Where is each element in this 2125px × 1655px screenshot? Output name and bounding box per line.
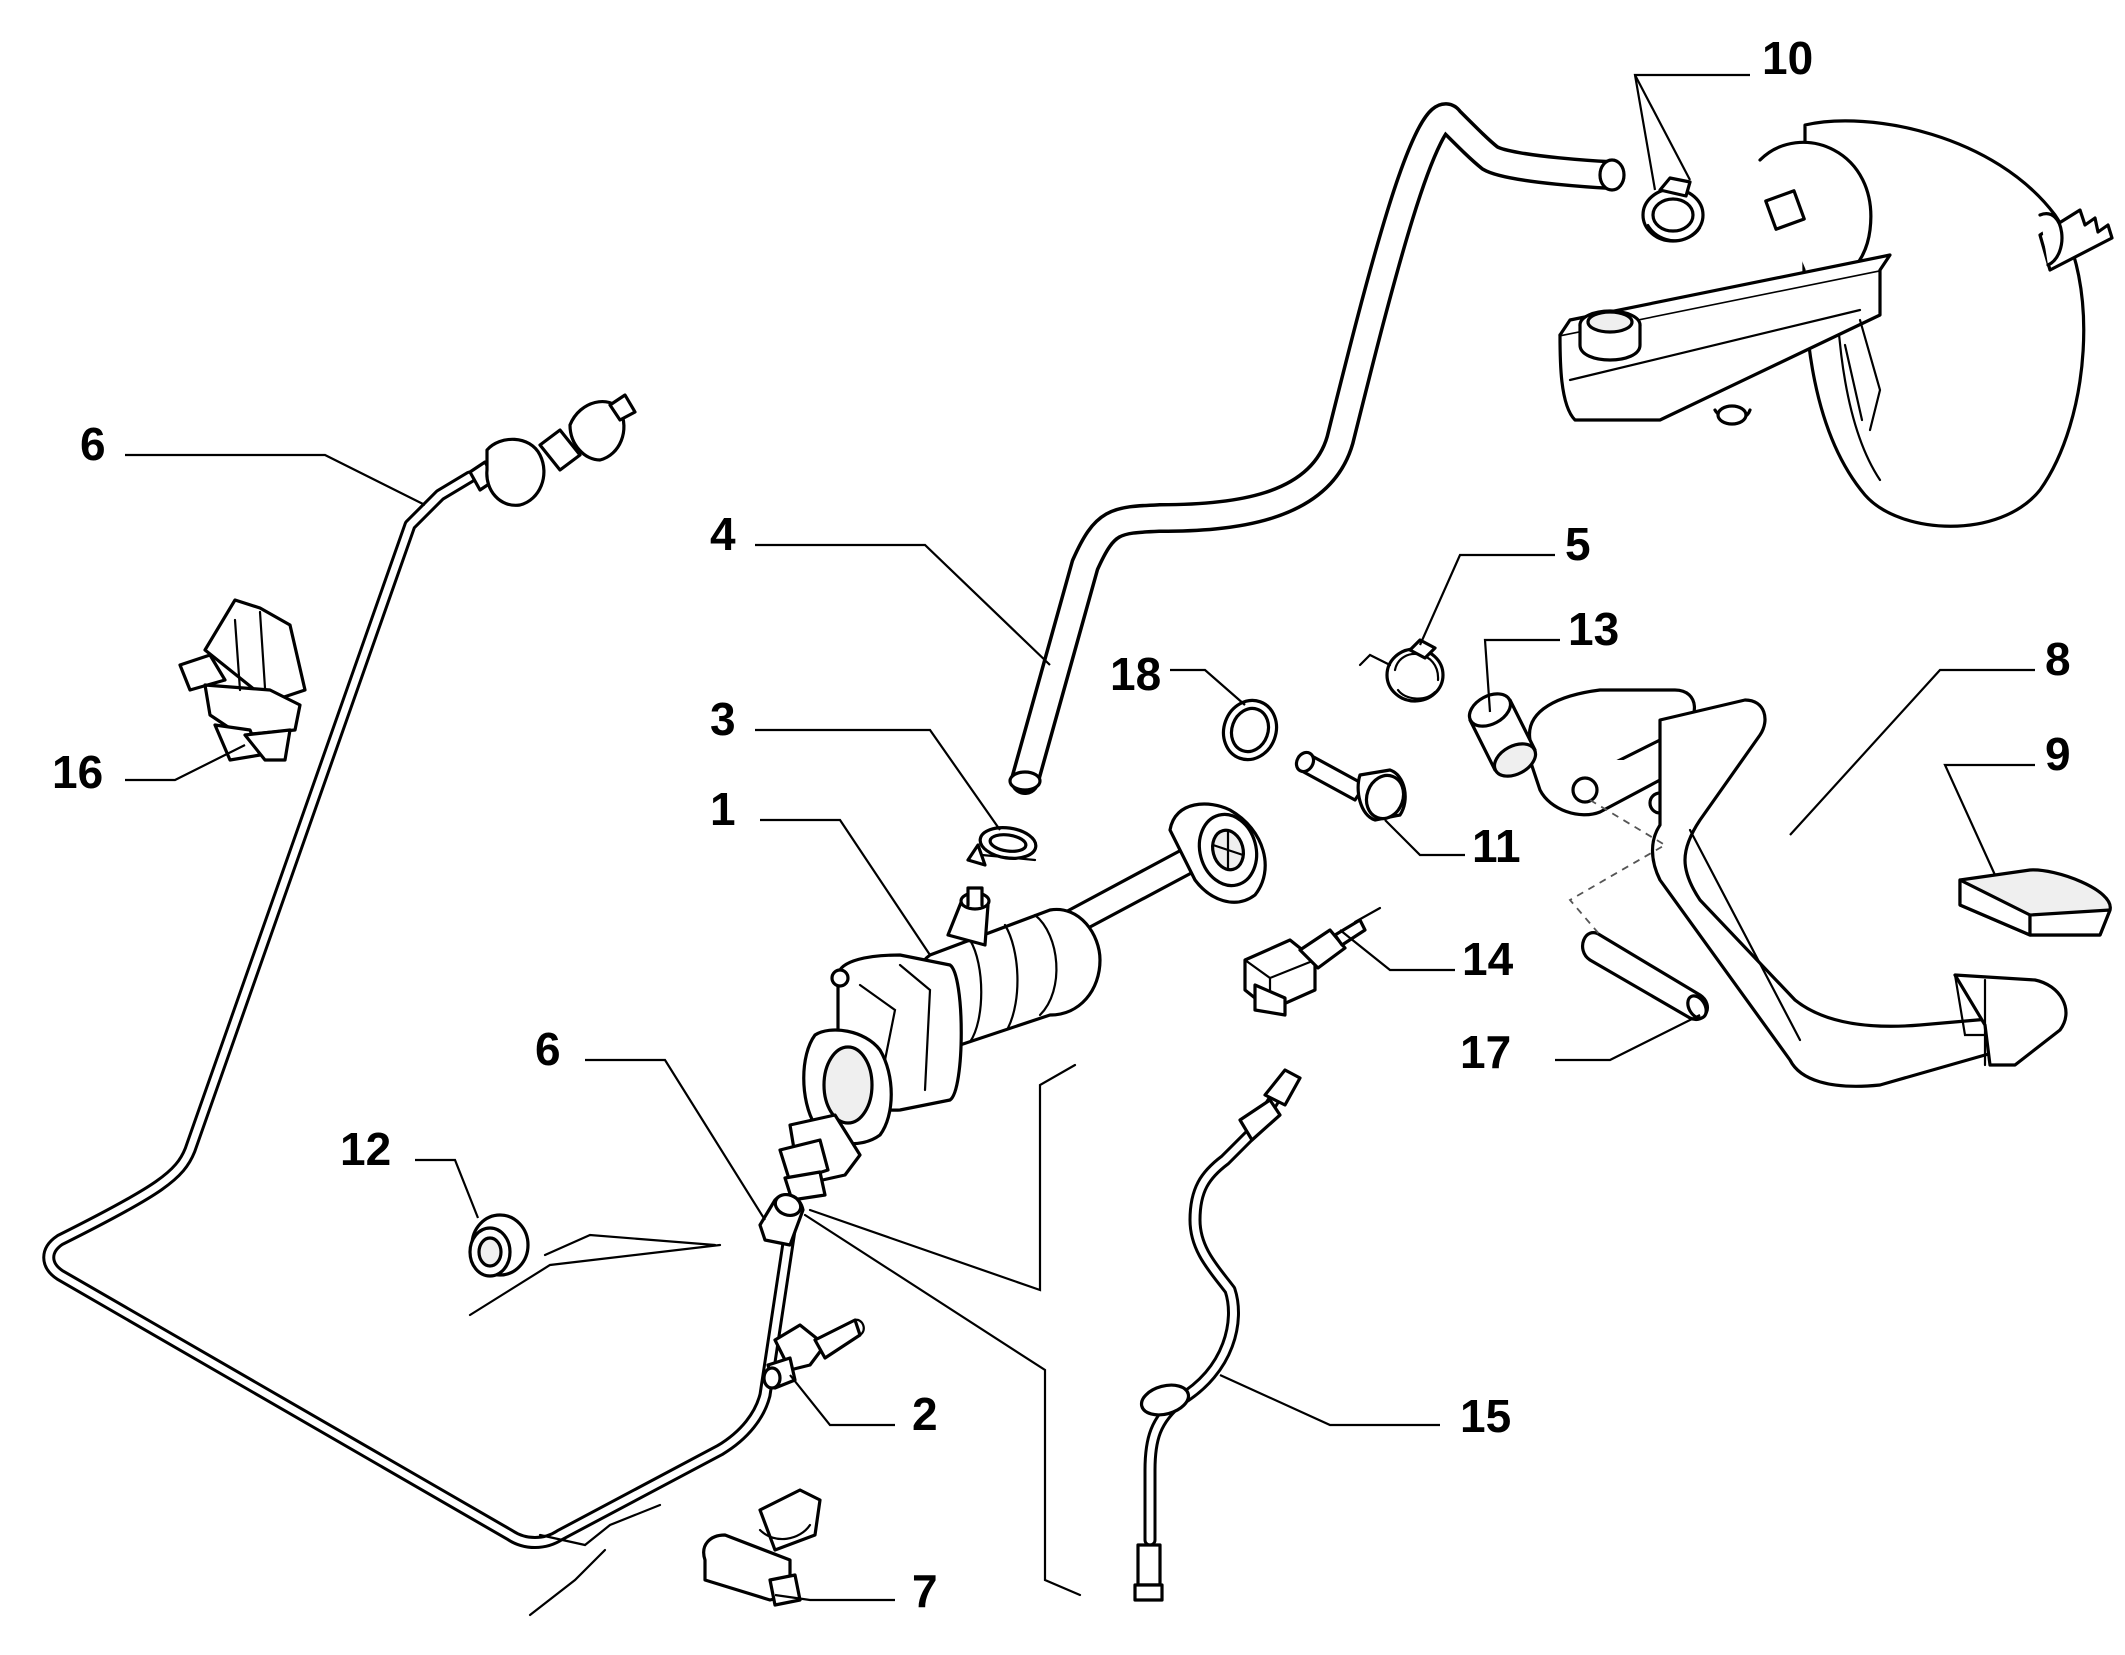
clutch-pedal [1528, 688, 2068, 1088]
callout-8: 8 [2045, 633, 2071, 685]
bleed-nipple-2 [762, 1318, 865, 1390]
hydraulic-pipe-long [42, 393, 805, 1549]
bolt-11 [1294, 750, 1407, 822]
pivot-pin-17 [1568, 799, 1709, 1022]
hose-clamp-3 [966, 826, 1038, 867]
callout-15: 15 [1460, 1390, 1511, 1442]
callout-4: 4 [710, 508, 736, 560]
retaining-clip-16 [178, 598, 307, 762]
pipe-clip-7 [702, 1488, 822, 1607]
hose-clamp-10 [1641, 176, 1705, 243]
callout-14: 14 [1462, 933, 1514, 985]
pedal-pad-9 [1958, 868, 2112, 937]
callout-5: 5 [1565, 518, 1591, 570]
callout-11: 11 [1472, 820, 1521, 872]
brake-booster [1558, 119, 2114, 528]
clutch-master-cylinder [778, 802, 1267, 1202]
callout-leaders [125, 73, 2035, 1602]
callout-12: 12 [340, 1123, 391, 1175]
callout-10: 10 [1762, 32, 1813, 84]
grommet-12 [468, 1213, 530, 1278]
callout-6-top: 6 [80, 418, 106, 470]
callout-7: 7 [912, 1565, 938, 1617]
callout-6-bottom: 6 [535, 1023, 561, 1075]
callout-17: 17 [1460, 1026, 1511, 1078]
vacuum-hose [1008, 102, 1626, 795]
callout-16: 16 [52, 746, 103, 798]
callout-labels: 10 6 4 5 13 8 18 9 3 1 11 16 14 6 17 12 … [52, 32, 2071, 1617]
callout-1: 1 [710, 783, 736, 835]
circlip-18 [1221, 698, 1279, 762]
spring-clip-5 [1358, 638, 1445, 703]
callout-9: 9 [2045, 728, 2071, 780]
pedal-switch-14 [1243, 906, 1382, 1017]
callout-2: 2 [912, 1388, 938, 1440]
bushing-13 [1467, 692, 1538, 778]
assembly-guides [468, 1063, 1082, 1617]
sensor-wire-15 [1133, 1068, 1302, 1602]
callout-13: 13 [1568, 603, 1619, 655]
callout-18: 18 [1110, 648, 1161, 700]
callout-3: 3 [710, 693, 736, 745]
